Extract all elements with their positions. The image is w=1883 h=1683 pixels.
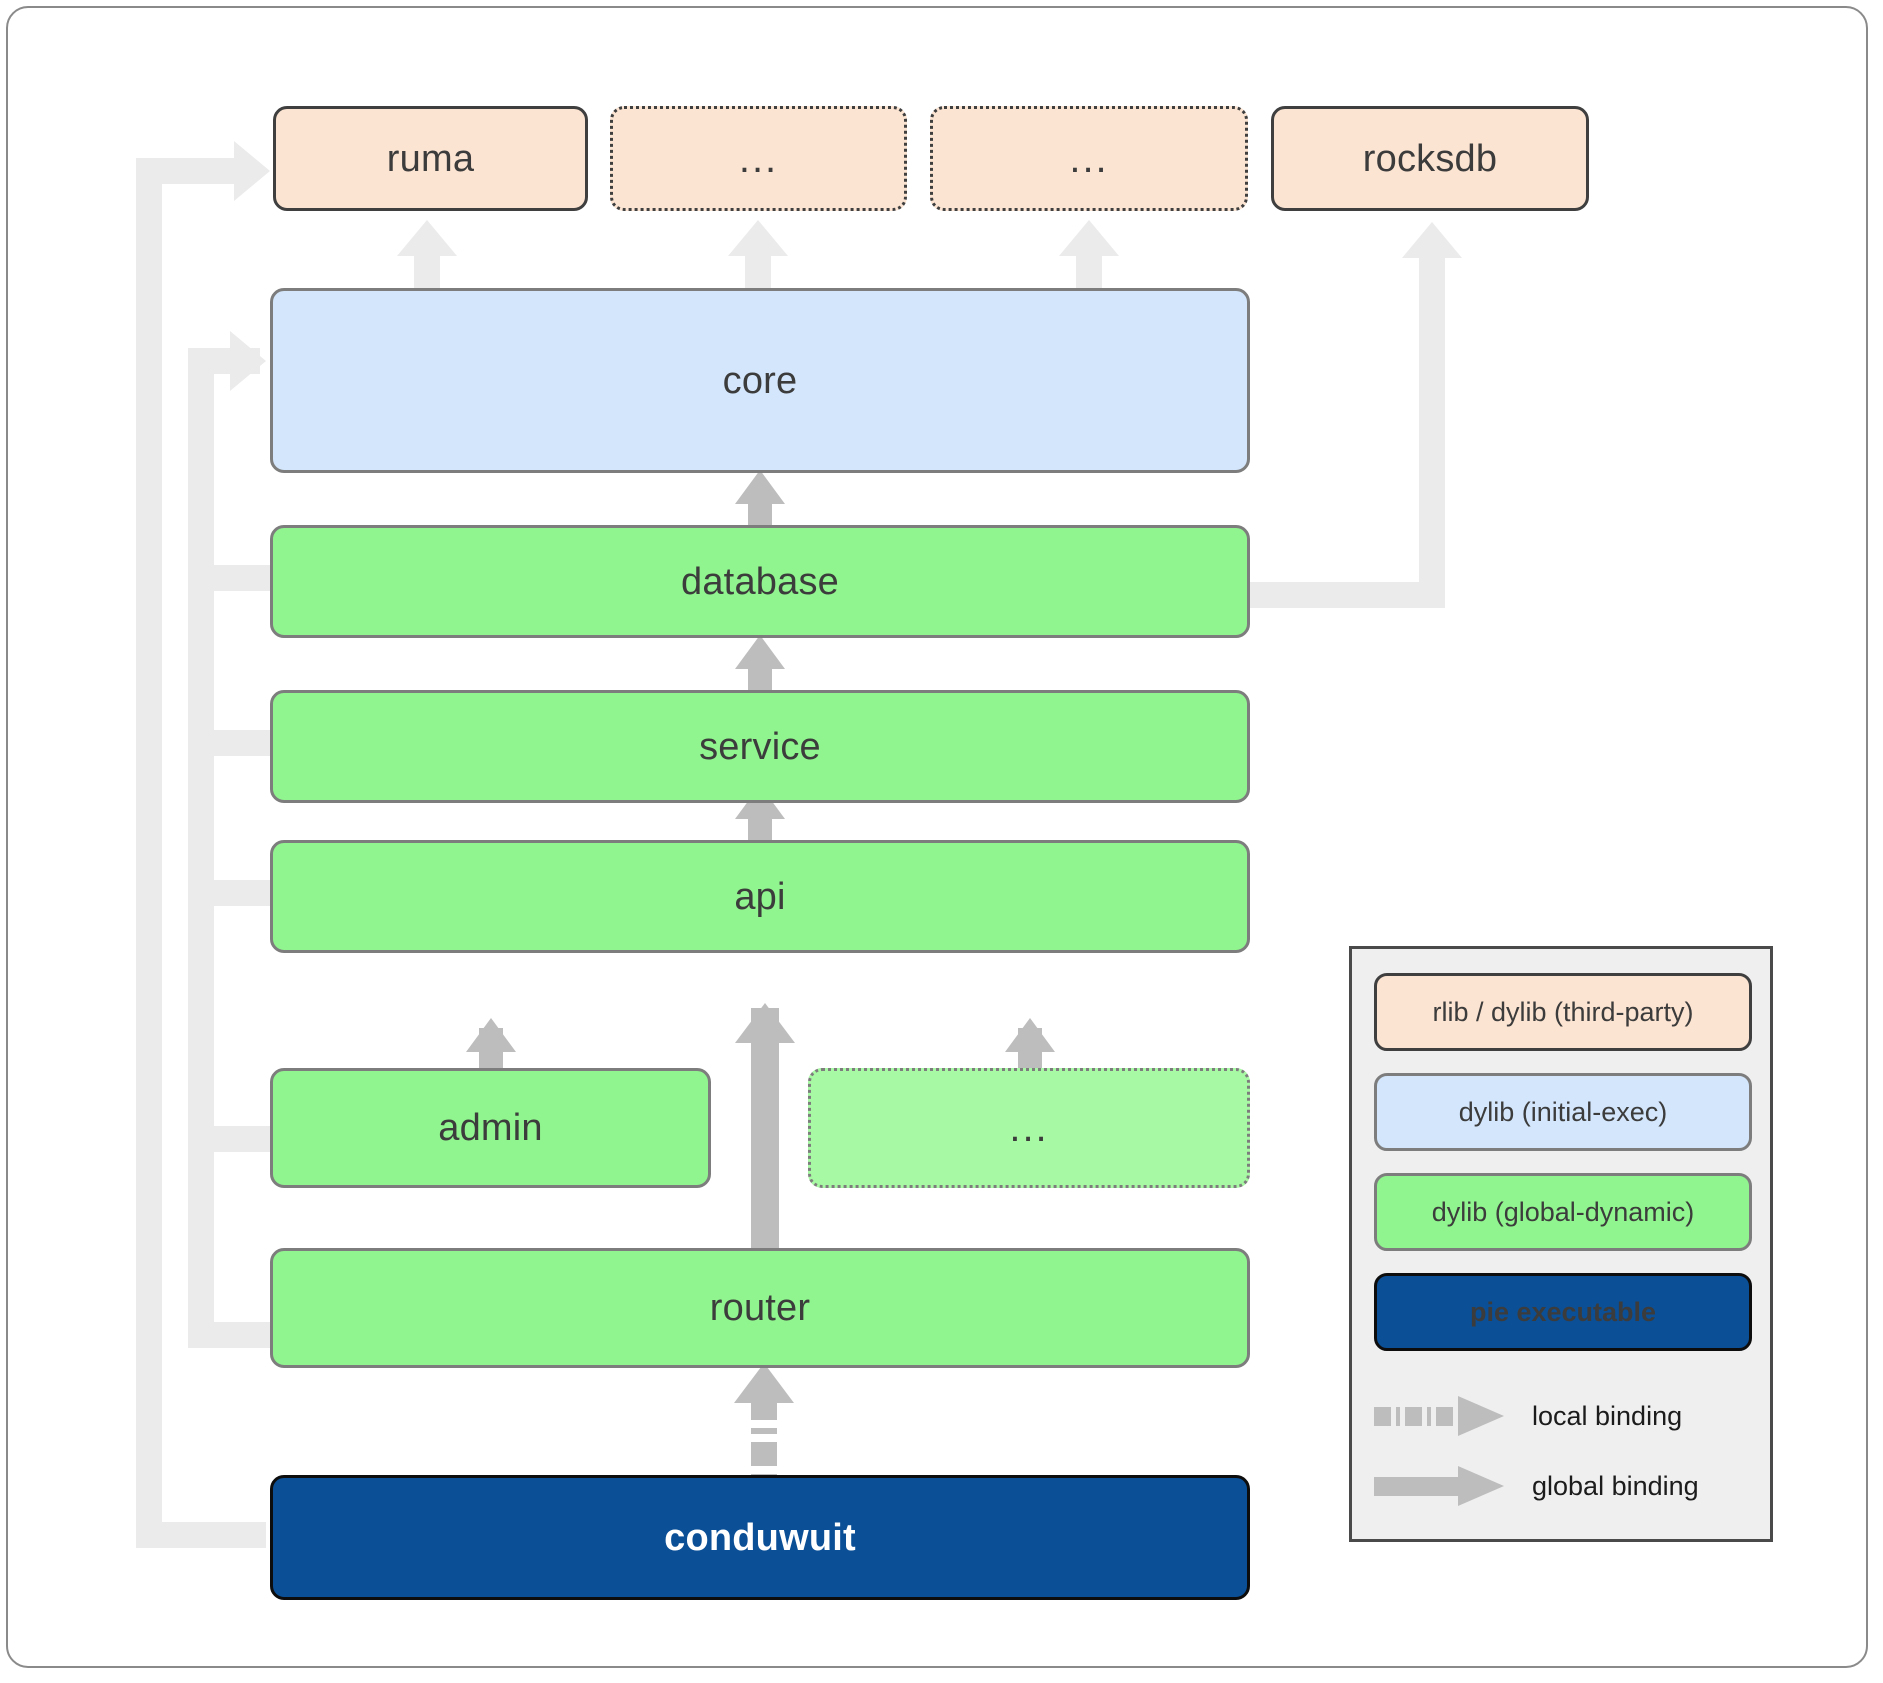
connector-conduwuit-to-ruma-top [136,158,236,184]
node-ellipsis-admin-row[interactable]: ... [808,1068,1250,1188]
arrowhead-ellipsis-admin-to-api [1005,1018,1055,1052]
legend-swatch-initial-exec-label: dylib (initial-exec) [1458,1096,1668,1127]
legend-swatch-pie-executable: pie executable [1374,1273,1752,1351]
arrowhead-to-rocksdb [1402,222,1462,258]
node-core[interactable]: core [270,288,1250,473]
node-router-label: router [709,1287,811,1329]
connector-router-to-database-horizontal [188,565,278,591]
node-service[interactable]: service [270,690,1250,803]
node-ellipsis-top-2-label: ... [1069,136,1109,181]
node-database-label: database [681,560,839,603]
connector-conduwuit-to-ruma-vertical [136,158,162,1548]
global-binding-arrow-icon [1374,1466,1506,1506]
arrowhead-core-to-ruma [397,220,457,256]
arrowhead-router-to-api [735,1003,795,1043]
arrowhead-service-to-database [735,635,785,669]
node-rocksdb-label: rocksdb [1362,137,1498,180]
node-admin[interactable]: admin [270,1068,711,1188]
legend-row-local-binding: local binding [1374,1387,1758,1445]
connector-database-to-rocksdb-horizontal [1245,582,1445,608]
legend-panel: rlib / dylib (third-party) dylib (initia… [1349,946,1773,1542]
node-ruma[interactable]: ruma [273,106,588,211]
arrowhead-admin-to-api [466,1018,516,1052]
node-conduwuit-label: conduwuit [664,1516,856,1559]
arrowhead-to-ruma [234,141,270,201]
connector-conduwuit-to-ruma-bottom [136,1522,266,1548]
arrowhead-core-to-ellipsis2 [1059,220,1119,256]
connector-router-to-api-horizontal [188,880,278,906]
node-ellipsis-top-1-label: ... [738,136,779,181]
node-router[interactable]: router [270,1248,1250,1368]
node-database[interactable]: database [270,525,1250,638]
arrowhead-core-to-ellipsis1 [728,220,788,256]
connector-router-spine-bottom [188,1322,278,1348]
arrowhead-conduwuit-to-router [734,1363,794,1403]
node-admin-label: admin [438,1107,543,1149]
legend-local-binding-label: local binding [1532,1400,1683,1431]
node-ellipsis-top-1[interactable]: ... [610,106,907,211]
legend-global-binding-label: global binding [1532,1470,1699,1501]
connector-conduwuit-to-router-dashed-shaft [751,1396,777,1476]
legend-swatch-pie-executable-label: pie executable [1469,1296,1657,1327]
legend-swatch-third-party: rlib / dylib (third-party) [1374,973,1752,1051]
legend-swatch-global-dynamic-label: dylib (global-dynamic) [1431,1196,1695,1227]
local-binding-arrow-icon [1374,1396,1506,1436]
connector-router-to-service-horizontal [188,730,278,756]
node-api-label: api [734,875,786,918]
connector-router-to-api-shaft [751,1008,779,1256]
node-ruma-label: ruma [386,137,475,180]
legend-swatch-global-dynamic: dylib (global-dynamic) [1374,1173,1752,1251]
legend-swatch-third-party-label: rlib / dylib (third-party) [1432,996,1694,1027]
node-api[interactable]: api [270,840,1250,953]
node-conduwuit[interactable]: conduwuit [270,1475,1250,1600]
connector-router-spine-vertical [188,348,214,1348]
legend-swatch-initial-exec: dylib (initial-exec) [1374,1073,1752,1151]
legend-row-global-binding: global binding [1374,1457,1758,1515]
node-service-label: service [699,725,821,768]
diagram-frame: ruma ... ... rocksdb core database servi… [6,6,1868,1668]
arrowhead-database-to-core [735,470,785,504]
node-core-label: core [722,359,798,402]
node-ellipsis-top-2[interactable]: ... [930,106,1248,211]
arrowhead-to-core [230,331,266,391]
node-rocksdb[interactable]: rocksdb [1271,106,1589,211]
connector-router-to-admin-horizontal [188,1126,278,1152]
connector-database-to-rocksdb-vertical [1419,258,1445,608]
node-ellipsis-admin-row-label: ... [1009,1106,1049,1150]
